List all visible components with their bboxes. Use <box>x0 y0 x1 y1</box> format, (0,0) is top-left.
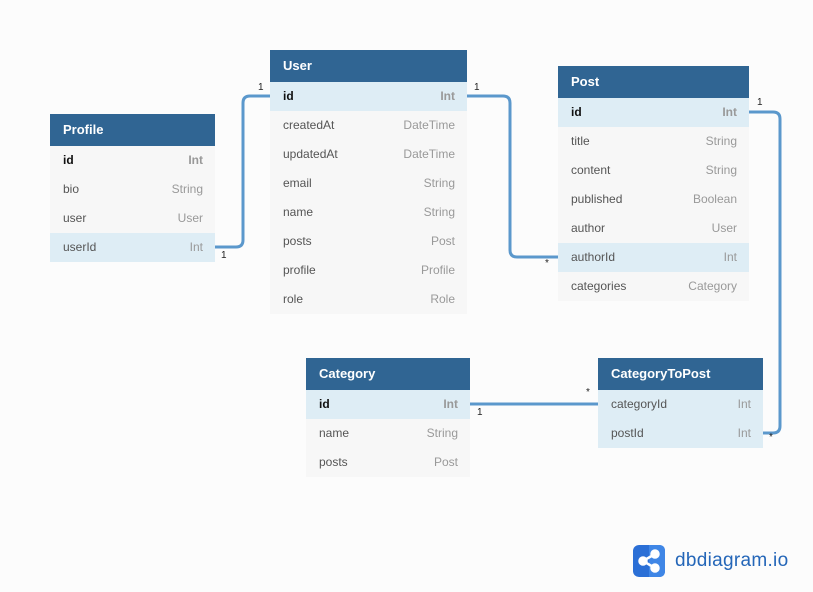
brand-name: dbdiagram.io <box>675 550 789 571</box>
field-name: author <box>571 221 606 235</box>
table-row[interactable]: userId Int <box>50 233 215 262</box>
field-type: String <box>426 426 458 440</box>
table-row[interactable]: id Int <box>270 82 467 111</box>
table-row[interactable]: bio String <box>50 175 215 204</box>
field-name: authorId <box>571 250 616 264</box>
table-header[interactable]: Profile <box>50 114 215 146</box>
field-type: DateTime <box>403 118 455 132</box>
field-type: String <box>171 182 203 196</box>
field-name: id <box>571 105 582 119</box>
cardinality-label: 1 <box>258 82 264 93</box>
cardinality-label: 1 <box>221 250 227 261</box>
cardinality-label: 1 <box>757 97 763 108</box>
field-type: Int <box>189 240 203 254</box>
field-name: profile <box>283 263 316 277</box>
link-profile-user <box>215 94 270 249</box>
field-type: Post <box>433 455 458 469</box>
table-header[interactable]: Post <box>558 66 749 98</box>
field-name: content <box>571 163 611 177</box>
field-type: Category <box>688 279 737 293</box>
field-name: name <box>319 426 350 440</box>
table-row[interactable]: posts Post <box>306 448 470 477</box>
table-row[interactable]: updatedAt DateTime <box>270 140 467 169</box>
link-user-post <box>467 94 558 259</box>
table-row[interactable]: user User <box>50 204 215 233</box>
table-row[interactable]: published Boolean <box>558 185 749 214</box>
table-row[interactable]: id Int <box>558 98 749 127</box>
field-name: id <box>319 397 330 411</box>
field-type: Int <box>723 250 737 264</box>
share-nodes-icon <box>633 545 665 577</box>
field-type: Post <box>430 234 455 248</box>
table-row[interactable]: name String <box>270 198 467 227</box>
field-name: categories <box>571 279 627 293</box>
table-row[interactable]: posts Post <box>270 227 467 256</box>
field-name: id <box>283 89 294 103</box>
table-row[interactable]: id Int <box>50 146 215 175</box>
field-name: title <box>571 134 590 148</box>
table-row[interactable]: authorId Int <box>558 243 749 272</box>
field-name: posts <box>283 234 312 248</box>
table-row[interactable]: categoryId Int <box>598 390 763 419</box>
table-header[interactable]: CategoryToPost <box>598 358 763 390</box>
table-row[interactable]: profile Profile <box>270 256 467 285</box>
field-type: Int <box>737 426 751 440</box>
field-type: DateTime <box>403 147 455 161</box>
table-row[interactable]: email String <box>270 169 467 198</box>
field-type: Int <box>440 89 455 103</box>
link-post-categorytopost <box>749 110 782 435</box>
field-type: String <box>423 205 455 219</box>
table-row[interactable]: author User <box>558 214 749 243</box>
table-header[interactable]: User <box>270 50 467 82</box>
cardinality-label: 1 <box>477 407 483 418</box>
field-type: Int <box>737 397 751 411</box>
field-type: User <box>177 211 203 225</box>
cardinality-label: * <box>769 432 773 443</box>
field-name: email <box>283 176 312 190</box>
cardinality-label: * <box>545 258 549 269</box>
table-row[interactable]: role Role <box>270 285 467 314</box>
table-category[interactable]: Category id Int name String posts Post <box>306 358 470 477</box>
field-name: role <box>283 292 304 306</box>
field-name: userId <box>63 240 97 254</box>
field-name: categoryId <box>611 397 668 411</box>
table-row[interactable]: name String <box>306 419 470 448</box>
table-row[interactable]: id Int <box>306 390 470 419</box>
table-row[interactable]: content String <box>558 156 749 185</box>
field-name: user <box>63 211 87 225</box>
field-type: Boolean <box>692 192 737 206</box>
field-name: bio <box>63 182 80 196</box>
field-type: User <box>711 221 737 235</box>
table-row[interactable]: createdAt DateTime <box>270 111 467 140</box>
field-name: updatedAt <box>283 147 338 161</box>
field-name: id <box>63 153 74 167</box>
field-name: posts <box>319 455 348 469</box>
field-type: String <box>705 163 737 177</box>
field-name: createdAt <box>283 118 335 132</box>
field-name: name <box>283 205 314 219</box>
table-row[interactable]: categories Category <box>558 272 749 301</box>
table-header[interactable]: Category <box>306 358 470 390</box>
cardinality-label: * <box>586 387 590 398</box>
cardinality-label: 1 <box>474 82 480 93</box>
field-type: Int <box>722 105 737 119</box>
dbdiagram-logo: dbdiagram.io <box>633 545 788 577</box>
table-row[interactable]: title String <box>558 127 749 156</box>
field-type: String <box>705 134 737 148</box>
field-type: Int <box>443 397 458 411</box>
table-row[interactable]: postId Int <box>598 419 763 448</box>
field-name: published <box>571 192 623 206</box>
field-type: Profile <box>420 263 455 277</box>
field-type: Int <box>188 153 203 167</box>
field-name: postId <box>611 426 644 440</box>
field-type: String <box>423 176 455 190</box>
field-type: Role <box>430 292 455 306</box>
